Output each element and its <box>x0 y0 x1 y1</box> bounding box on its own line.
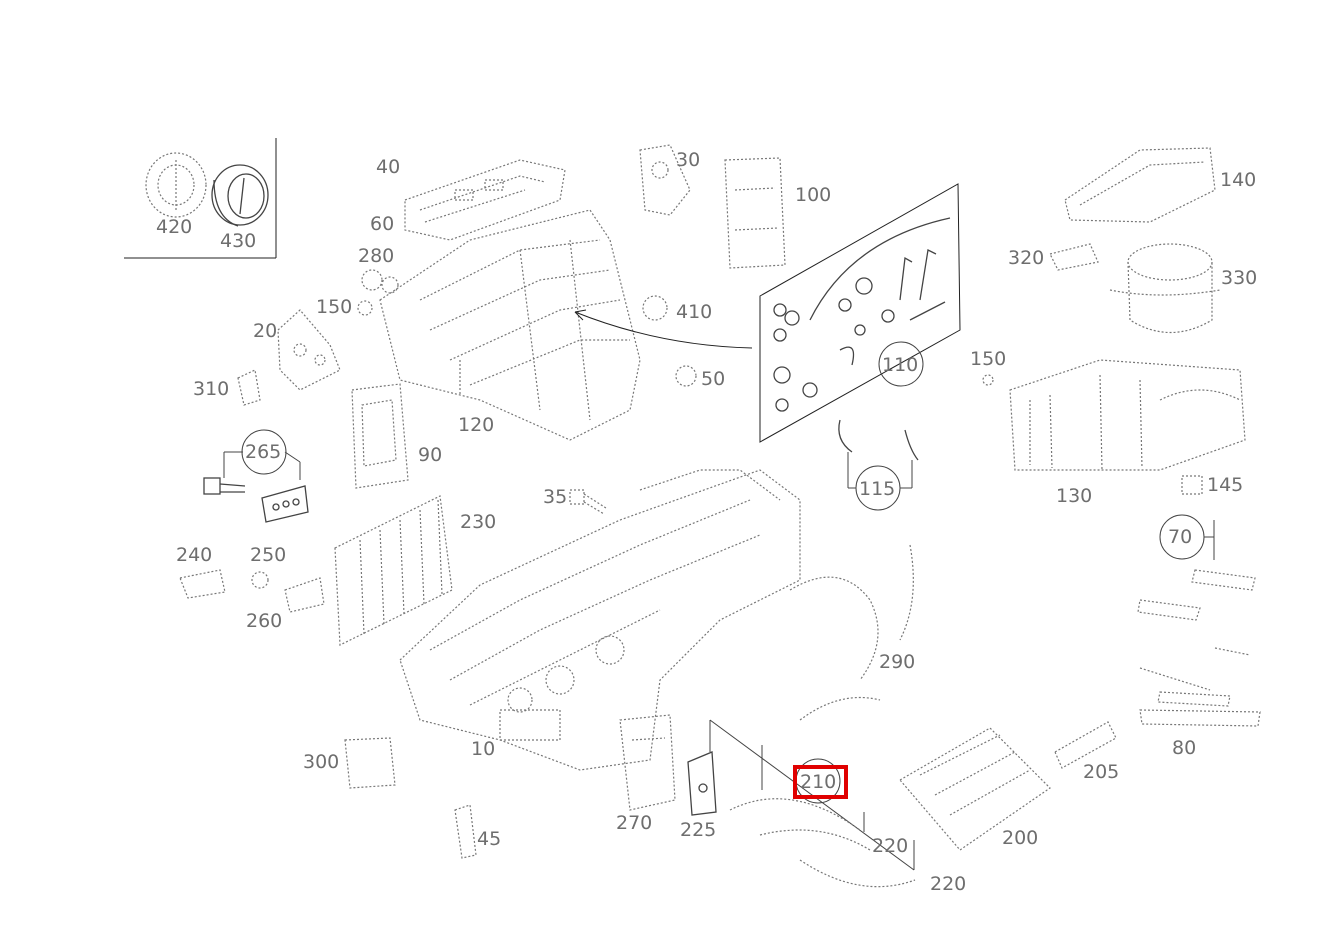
part-labels: 420 430 40 60 280 150 20 310 265 90 120 … <box>156 149 1257 895</box>
part-drawing-250[interactable] <box>251 571 269 589</box>
part-drawing-50[interactable] <box>675 365 697 387</box>
part-label-70[interactable]: 70 <box>1168 526 1192 548</box>
kit-panel-110 <box>759 183 961 443</box>
part-drawing-60[interactable] <box>404 159 566 241</box>
part-drawing-45[interactable] <box>454 804 477 859</box>
part-label-20[interactable]: 20 <box>253 320 277 342</box>
part-drawing-225[interactable] <box>687 751 717 816</box>
part-label-90[interactable]: 90 <box>418 444 442 466</box>
part-label-280[interactable]: 280 <box>358 245 394 267</box>
part-drawing-205[interactable] <box>1054 721 1117 769</box>
part-label-260[interactable]: 260 <box>246 610 282 632</box>
part-drawing-265[interactable] <box>203 477 309 523</box>
part-drawing-80[interactable] <box>1137 569 1261 727</box>
part-label-60[interactable]: 60 <box>370 213 394 235</box>
part-drawing-130[interactable] <box>1009 359 1246 471</box>
part-label-45[interactable]: 45 <box>477 828 501 850</box>
part-label-40[interactable]: 40 <box>376 156 400 178</box>
part-drawing-240[interactable] <box>179 569 226 599</box>
part-label-205[interactable]: 205 <box>1083 761 1119 783</box>
part-drawing-410[interactable] <box>642 295 668 321</box>
part-label-420[interactable]: 420 <box>156 216 192 238</box>
part-label-140[interactable]: 140 <box>1220 169 1256 191</box>
part-label-220-upper[interactable]: 220 <box>872 835 908 857</box>
part-drawing-35[interactable] <box>569 489 607 515</box>
inset-box <box>124 138 277 259</box>
arrow-to-110 <box>574 309 753 349</box>
part-label-35[interactable]: 35 <box>543 486 567 508</box>
selected-part-highlight <box>793 765 848 799</box>
part-label-290[interactable]: 290 <box>879 651 915 673</box>
part-drawing-150a[interactable] <box>357 300 373 316</box>
part-label-150-left[interactable]: 150 <box>316 296 352 318</box>
part-label-130[interactable]: 130 <box>1056 485 1092 507</box>
part-drawing-20[interactable] <box>277 309 341 391</box>
part-drawing-310[interactable] <box>237 369 261 406</box>
part-drawing-110-kit[interactable] <box>773 217 951 412</box>
part-drawing-220b[interactable] <box>799 859 916 888</box>
part-drawing-300[interactable] <box>344 737 396 789</box>
part-label-330[interactable]: 330 <box>1221 267 1257 289</box>
part-label-430[interactable]: 430 <box>220 230 256 252</box>
part-drawing-220a[interactable] <box>729 798 871 851</box>
part-label-270[interactable]: 270 <box>616 812 652 834</box>
part-label-30[interactable]: 30 <box>676 149 700 171</box>
part-drawing-200[interactable] <box>899 727 1051 851</box>
part-label-230[interactable]: 230 <box>460 511 496 533</box>
part-drawing-150b[interactable] <box>982 374 994 386</box>
part-drawing-430[interactable] <box>211 164 269 227</box>
part-label-200[interactable]: 200 <box>1002 827 1038 849</box>
part-drawing-10[interactable] <box>399 469 801 771</box>
callout-leaders <box>223 451 1215 871</box>
part-label-300[interactable]: 300 <box>303 751 339 773</box>
part-label-410[interactable]: 410 <box>676 301 712 323</box>
part-drawing-320[interactable] <box>1049 243 1099 271</box>
part-drawing-260[interactable] <box>284 577 325 613</box>
part-drawing-330[interactable] <box>1109 243 1221 334</box>
part-label-100[interactable]: 100 <box>795 184 831 206</box>
part-drawing-120[interactable] <box>379 209 641 441</box>
part-label-80[interactable]: 80 <box>1172 737 1196 759</box>
part-label-10[interactable]: 10 <box>471 738 495 760</box>
part-label-150-right[interactable]: 150 <box>970 348 1006 370</box>
part-drawing-90[interactable] <box>351 383 409 489</box>
part-label-210[interactable]: 210 <box>800 771 836 793</box>
part-drawing-230[interactable] <box>334 495 453 646</box>
part-label-220-lower[interactable]: 220 <box>930 873 966 895</box>
part-label-310[interactable]: 310 <box>193 378 229 400</box>
part-label-240[interactable]: 240 <box>176 544 212 566</box>
part-drawing-270[interactable] <box>619 714 676 811</box>
part-label-120[interactable]: 120 <box>458 414 494 436</box>
part-drawing-290[interactable] <box>789 544 914 721</box>
part-drawing-30[interactable] <box>639 144 691 216</box>
part-label-145[interactable]: 145 <box>1207 474 1243 496</box>
part-drawing-145[interactable] <box>1181 475 1203 495</box>
part-drawing-140[interactable] <box>1064 147 1216 223</box>
part-label-265[interactable]: 265 <box>245 441 281 463</box>
part-label-110[interactable]: 110 <box>882 354 918 376</box>
part-drawing-280[interactable] <box>361 269 399 294</box>
part-label-320[interactable]: 320 <box>1008 247 1044 269</box>
callout-circles <box>241 341 1205 804</box>
part-label-115[interactable]: 115 <box>859 478 895 500</box>
part-drawing-100[interactable] <box>724 157 786 269</box>
part-drawing-115[interactable] <box>838 419 919 461</box>
part-label-225[interactable]: 225 <box>680 819 716 841</box>
part-drawing-420[interactable] <box>145 152 207 218</box>
part-label-50[interactable]: 50 <box>701 368 725 390</box>
part-label-250[interactable]: 250 <box>250 544 286 566</box>
